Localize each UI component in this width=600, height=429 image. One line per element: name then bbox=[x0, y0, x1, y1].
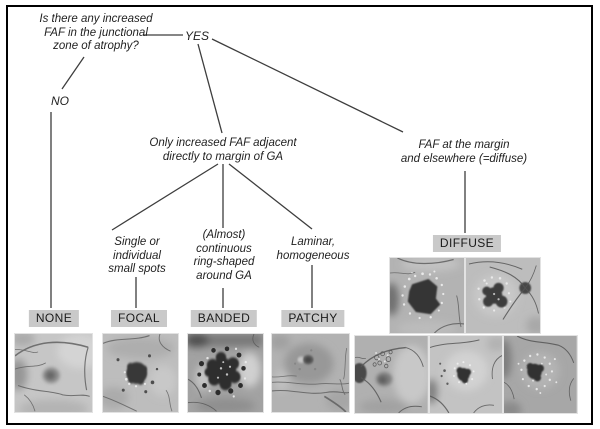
category-none: NONE bbox=[28, 310, 80, 327]
fundus-image-banded bbox=[187, 333, 264, 413]
fundus-image-diffuse-pair bbox=[389, 257, 541, 334]
figure-border bbox=[6, 5, 593, 425]
fundus-image-diffuse-bottom-1 bbox=[355, 336, 428, 413]
fundus-image-focal bbox=[102, 333, 179, 413]
question-node: Is there any increased FAF in the juncti… bbox=[39, 13, 153, 53]
fundus-image-diffuse-bottom-3 bbox=[504, 336, 578, 413]
category-diffuse: DIFFUSE bbox=[432, 235, 502, 252]
fundus-image-patchy bbox=[271, 333, 350, 413]
description-patchy: Laminar, homogeneous bbox=[276, 236, 350, 262]
category-focal: FOCAL bbox=[110, 310, 168, 327]
category-patchy: PATCHY bbox=[281, 310, 345, 327]
fundus-image-diffuse-top-left bbox=[390, 258, 464, 333]
fundus-image-diffuse-trio bbox=[354, 335, 578, 414]
description-focal: Single or individual small spots bbox=[108, 236, 166, 276]
yes-label: YES bbox=[184, 29, 210, 43]
fundus-image-diffuse-bottom-2 bbox=[429, 336, 503, 413]
description-banded: (Almost) continuous ring-shaped around G… bbox=[193, 229, 255, 282]
category-banded: BANDED bbox=[190, 310, 258, 327]
branch-diffuse-node: FAF at the margin and elsewhere (=diffus… bbox=[400, 139, 528, 165]
branch-adjacent-node: Only increased FAF adjacent directly to … bbox=[149, 137, 297, 163]
no-label: NO bbox=[51, 94, 69, 108]
fundus-image-none bbox=[14, 333, 93, 413]
fundus-image-diffuse-top-right bbox=[466, 258, 540, 333]
